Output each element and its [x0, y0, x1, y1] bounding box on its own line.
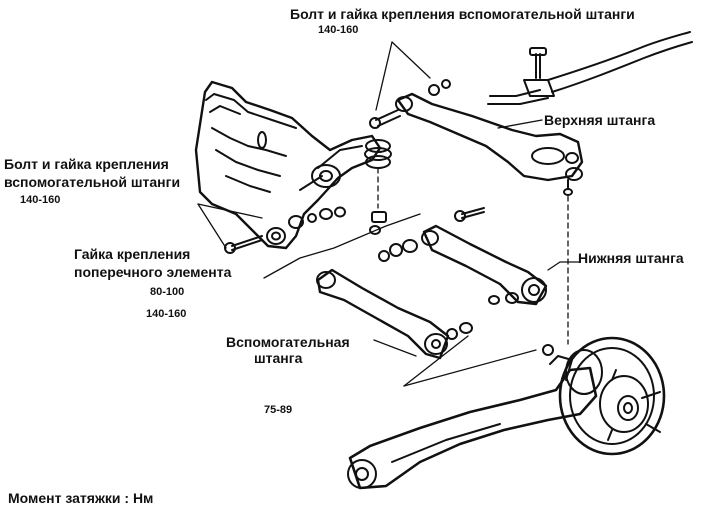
torque-value-left: 140-160	[20, 194, 61, 206]
lower-arm-bushings	[378, 207, 485, 262]
upper-arm-bolt	[369, 79, 451, 129]
upper-arm-part	[395, 92, 584, 196]
label-cross-member-nut-line2: поперечного элемента	[74, 264, 232, 280]
trailing-arm-part	[347, 344, 598, 490]
label-upper-arm: Верхняя штанга	[544, 112, 656, 128]
label-cross-member-nut-line1: Гайка крепления	[74, 246, 191, 262]
label-bolt-nut-aux-top: Болт и гайка крепления вспомогательной ш…	[290, 6, 635, 22]
label-aux-arm-line1: Вспомогательная	[226, 334, 350, 350]
torque-value-cross: 80-100	[150, 286, 185, 298]
leader-lines	[197, 41, 581, 387]
subframe-bracket	[194, 80, 392, 250]
top-bracket	[487, 31, 693, 105]
label-bolt-nut-aux-left-line1: Болт и гайка крепления	[4, 156, 169, 172]
torque-value-hub: 75-89	[264, 404, 293, 416]
lower-arm-part	[421, 224, 548, 306]
brake-drum	[558, 336, 666, 456]
legend-torque-units: Момент затяжки : Нм	[8, 490, 154, 506]
torque-value-mid: 140-160	[146, 308, 187, 320]
label-bolt-nut-aux-left-line2: вспомогательной штанги	[4, 174, 181, 190]
label-aux-arm-line2: штанга	[254, 350, 303, 366]
bracket-fasteners	[307, 206, 387, 235]
torque-value-top: 140-160	[318, 24, 359, 36]
cross-member-bolt	[224, 235, 263, 254]
label-lower-arm: Нижняя штанга	[578, 250, 684, 266]
